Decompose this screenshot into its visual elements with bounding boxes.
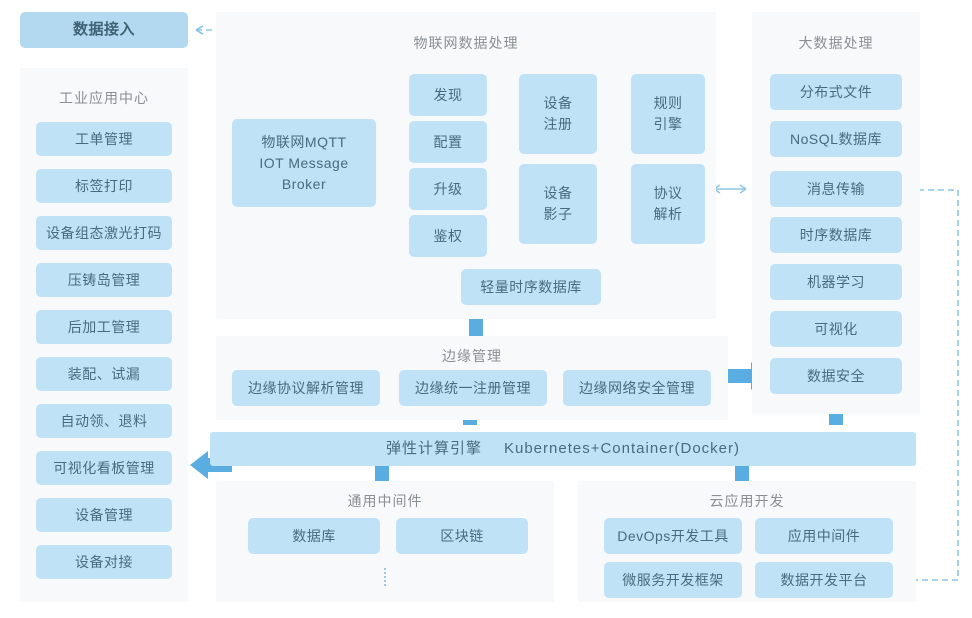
iot-node-rules-engine[interactable]: 规则 引擎	[631, 74, 705, 154]
data-ingest-box[interactable]: 数据接入	[20, 12, 188, 48]
iot-data-processing-title: 物联网数据处理	[413, 35, 519, 51]
iot-mqtt-broker-box[interactable]: 物联网MQTT IOT Message Broker	[232, 119, 376, 207]
middleware-item-blockchain[interactable]: 区块链	[396, 518, 528, 554]
elastic-compute-engine-bar[interactable]: 弹性计算引擎 Kubernetes+Container(Docker)	[210, 432, 916, 466]
device-shadow-line-2: 影子	[543, 206, 573, 222]
common-middleware-title: 通用中间件	[347, 493, 423, 509]
iot-node-discovery[interactable]: 发现	[409, 74, 487, 116]
rules-engine-line-1: 规则	[653, 95, 683, 111]
big-data-processing-title: 大数据处理	[798, 35, 874, 51]
protocol-parsing-line-1: 协议	[653, 185, 683, 201]
bigdata-item-data-security[interactable]: 数据安全	[770, 358, 902, 394]
bigdata-item-machine-learning[interactable]: 机器学习	[770, 264, 902, 300]
app-item-label-print[interactable]: 标签打印	[36, 169, 172, 203]
app-item-diecast-island[interactable]: 压铸岛管理	[36, 263, 172, 297]
iot-node-protocol-parsing[interactable]: 协议 解析	[631, 164, 705, 244]
cloud-app-dev-title: 云应用开发	[709, 493, 785, 509]
clouddev-item-app-middleware[interactable]: 应用中间件	[755, 518, 893, 554]
dashed-arrowhead-ingest	[195, 25, 204, 35]
protocol-parsing-line-2: 解析	[653, 206, 683, 222]
bigdata-item-tsdb[interactable]: 时序数据库	[770, 217, 902, 253]
iot-node-configuration[interactable]: 配置	[409, 121, 487, 163]
edge-item-network-security[interactable]: 边缘网络安全管理	[563, 370, 711, 406]
panel-big-data-processing	[752, 12, 920, 414]
rules-engine-line-2: 引擎	[653, 116, 683, 132]
edge-item-protocol-parsing[interactable]: 边缘协议解析管理	[232, 370, 380, 406]
app-item-device-docking[interactable]: 设备对接	[36, 545, 172, 579]
app-item-laser-marking[interactable]: 设备组态激光打码	[36, 216, 172, 250]
bigdata-item-nosql-db[interactable]: NoSQL数据库	[770, 121, 902, 157]
app-item-post-processing[interactable]: 后加工管理	[36, 310, 172, 344]
broker-line-3: Broker	[281, 175, 327, 192]
device-shadow-line-1: 设备	[543, 185, 573, 201]
app-item-work-order[interactable]: 工单管理	[36, 122, 172, 156]
middleware-more-indicator	[383, 568, 387, 586]
bigdata-item-messaging[interactable]: 消息传输	[770, 171, 902, 207]
elastic-compute-label-cn: 弹性计算引擎	[385, 439, 482, 457]
clouddev-item-microservice-framework[interactable]: 微服务开发框架	[604, 562, 742, 598]
device-registry-line-2: 注册	[543, 116, 573, 132]
elastic-compute-label-en: Kubernetes+Container(Docker)	[503, 439, 741, 457]
app-item-visual-dashboard[interactable]: 可视化看板管理	[36, 451, 172, 485]
industrial-app-center-title: 工业应用中心	[59, 90, 149, 106]
iot-node-upgrade[interactable]: 升级	[409, 168, 487, 210]
edge-item-unified-registry[interactable]: 边缘统一注册管理	[399, 370, 547, 406]
middleware-item-database[interactable]: 数据库	[248, 518, 380, 554]
iot-node-authentication[interactable]: 鉴权	[409, 215, 487, 257]
bigdata-item-visualization[interactable]: 可视化	[770, 311, 902, 347]
app-item-assembly-leak-test[interactable]: 装配、试漏	[36, 357, 172, 391]
iot-node-device-registry[interactable]: 设备 注册	[519, 74, 597, 154]
broker-line-2: IOT Message	[259, 154, 349, 171]
bidir-engine-bigdata	[713, 184, 747, 194]
iot-node-device-shadow[interactable]: 设备 影子	[519, 164, 597, 244]
app-item-auto-material[interactable]: 自动领、退料	[36, 404, 172, 438]
iot-node-lightweight-tsdb[interactable]: 轻量时序数据库	[461, 269, 601, 305]
app-item-device-management[interactable]: 设备管理	[36, 498, 172, 532]
clouddev-item-data-dev-platform[interactable]: 数据开发平台	[755, 562, 893, 598]
bigdata-item-distributed-file[interactable]: 分布式文件	[770, 74, 902, 110]
edge-management-title: 边缘管理	[442, 348, 502, 364]
clouddev-item-devops-tools[interactable]: DevOps开发工具	[604, 518, 742, 554]
device-registry-line-1: 设备	[543, 95, 573, 111]
broker-line-1: 物联网MQTT	[261, 133, 347, 150]
